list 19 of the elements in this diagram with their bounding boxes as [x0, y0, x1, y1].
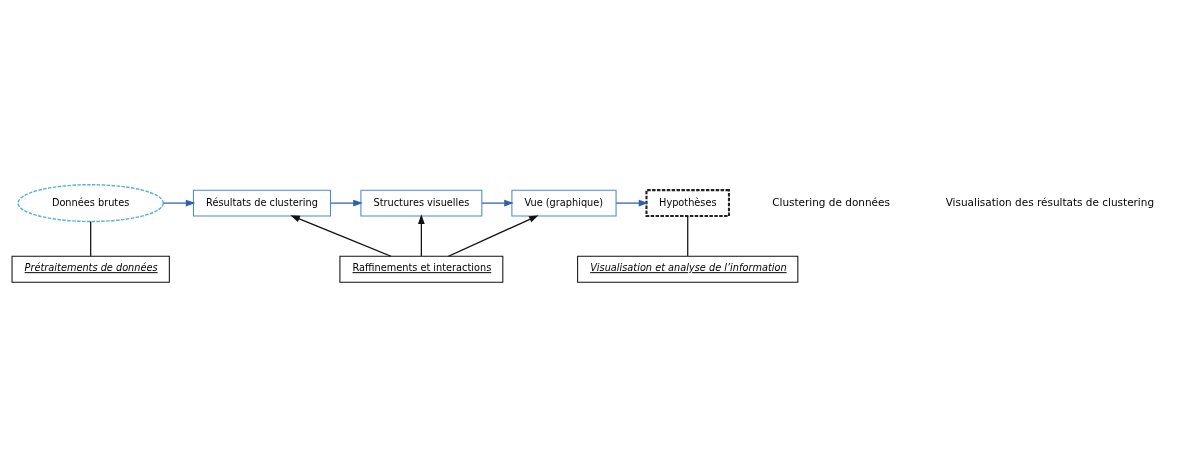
- node-box: Hypothèses: [645, 189, 730, 218]
- arrow: [163, 199, 196, 207]
- connector: [687, 215, 689, 257]
- node-ellipse: Données brutes: [17, 184, 164, 223]
- label: Clustering de données: [772, 195, 890, 208]
- arrow: [481, 199, 514, 207]
- arrow: [615, 199, 649, 207]
- arrow: [290, 215, 392, 257]
- node-box: Prétraitements de données: [11, 255, 170, 283]
- node-box: Résultats de clustering: [192, 189, 331, 217]
- arrow: [447, 215, 539, 257]
- connector: [90, 220, 92, 257]
- node-box: Visualisation et analyse de l’information: [577, 255, 799, 283]
- label: Visualisation des résultats de clustering: [945, 195, 1155, 208]
- node-box: Vue (graphique): [511, 189, 617, 217]
- node-box: Structures visuelles: [360, 189, 483, 217]
- node-box: Raffinements et interactions: [339, 255, 504, 283]
- arrow: [418, 214, 425, 257]
- arrow: [330, 199, 363, 207]
